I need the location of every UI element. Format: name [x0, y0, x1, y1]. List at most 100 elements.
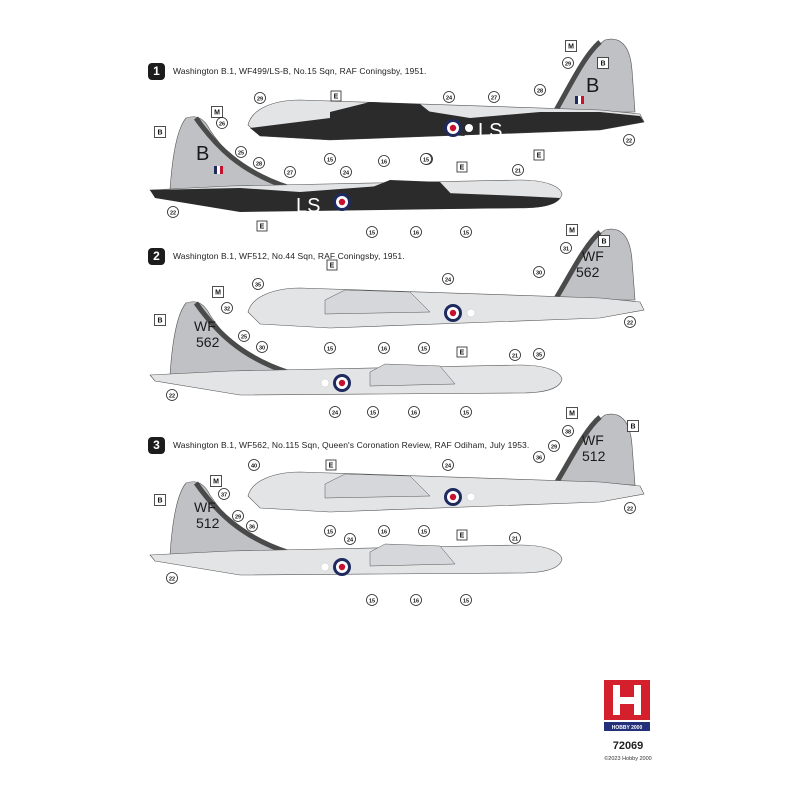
callout-number: 15 — [418, 342, 430, 354]
hobby-2000-logo: HOBBY 2000 — [604, 680, 650, 731]
fin-code-line2: 512 — [582, 448, 606, 464]
callout-number: 38 — [562, 425, 574, 437]
callout-number: 28 — [534, 84, 546, 96]
svg-text:B: B — [157, 497, 162, 504]
svg-text:E: E — [260, 223, 265, 230]
callout-number: 21 — [512, 164, 524, 176]
svg-text:E: E — [460, 532, 465, 539]
callout-number: 16 — [410, 226, 422, 238]
callout-number: 35 — [252, 278, 264, 290]
callout-number: 15 — [460, 226, 472, 238]
callout-number: 22 — [166, 389, 178, 401]
svg-text:29: 29 — [235, 514, 241, 520]
fuselage — [149, 364, 563, 396]
svg-text:32: 32 — [224, 306, 230, 312]
svg-text:15: 15 — [370, 410, 376, 416]
fin-code-line1: WF — [194, 499, 216, 515]
svg-text:35: 35 — [536, 352, 542, 358]
svg-text:29: 29 — [257, 96, 263, 102]
callout-number: 16 — [408, 406, 420, 418]
callout-number: 24 — [329, 406, 341, 418]
wing — [330, 102, 440, 122]
svg-text:16: 16 — [381, 346, 387, 352]
svg-text:M: M — [569, 227, 575, 234]
callout-number: 26 — [216, 117, 228, 129]
svg-text:21: 21 — [512, 536, 518, 542]
callout-number: 15 — [324, 153, 336, 165]
callout-letter: M — [566, 407, 578, 419]
callout-number: 28 — [253, 157, 265, 169]
svg-text:15: 15 — [421, 346, 427, 352]
svg-text:30: 30 — [536, 270, 542, 276]
svg-text:E: E — [460, 164, 465, 171]
svg-text:M: M — [214, 109, 220, 116]
callout-number: 30 — [533, 266, 545, 278]
callout-number: 25 — [238, 330, 250, 342]
svg-text:27: 27 — [287, 170, 293, 176]
scheme-caption: Washington B.1, WF499/LS-B, No.15 Sqn, R… — [173, 66, 427, 76]
callout-letter: M — [210, 475, 222, 487]
callout-number: 15 — [460, 594, 472, 606]
fin-code-line1: WF — [194, 318, 216, 334]
fin-stripe — [193, 301, 291, 376]
svg-text:25: 25 — [238, 150, 244, 156]
callout-letter: E — [330, 90, 342, 102]
scheme-2-title: 2 Washington B.1, WF512, No.44 Sqn, RAF … — [148, 247, 405, 265]
callout-letter: E — [325, 459, 337, 471]
svg-text:29: 29 — [565, 61, 571, 67]
svg-text:E: E — [460, 349, 465, 356]
svg-text:E: E — [334, 93, 339, 100]
scheme-3-title: 3 Washington B.1, WF562, No.115 Sqn, Que… — [148, 436, 529, 454]
callout-number: 24 — [442, 273, 454, 285]
wing — [324, 289, 431, 315]
scheme-3-starboard-profile: WF 512 — [247, 413, 645, 513]
callout-letter: M — [212, 286, 224, 298]
fin-code-line1: WF — [582, 248, 604, 264]
svg-text:E: E — [330, 262, 335, 269]
callout-number: 15 — [420, 153, 432, 165]
callout-number: 32 — [221, 302, 233, 314]
svg-text:21: 21 — [512, 353, 518, 359]
callout-number: 16 — [410, 594, 422, 606]
callout-number: 35 — [533, 348, 545, 360]
callout-number: 21 — [509, 349, 521, 361]
svg-text:28: 28 — [256, 161, 262, 167]
scheme-1-port-profile: LS B — [149, 116, 563, 217]
callout-letter: E — [456, 529, 468, 541]
svg-text:B: B — [157, 317, 162, 324]
svg-text:16: 16 — [381, 529, 387, 535]
svg-text:40: 40 — [251, 463, 257, 469]
fin-code-line2: 562 — [576, 264, 600, 280]
callout-number: 15 — [418, 525, 430, 537]
fuselage-code: LS — [478, 120, 502, 142]
callout-number: 24 — [443, 91, 455, 103]
callout-number: 37 — [218, 488, 230, 500]
svg-text:22: 22 — [169, 576, 175, 582]
callout-number: 29 — [548, 440, 560, 452]
callout-letter: M — [566, 224, 578, 236]
wing — [369, 363, 456, 387]
fin-code-line2: 562 — [196, 334, 220, 350]
svg-text:24: 24 — [347, 537, 354, 543]
callout-number: 22 — [624, 316, 636, 328]
fin-code-line1: WF — [582, 432, 604, 448]
callout-number: 36 — [246, 520, 258, 532]
svg-text:38: 38 — [565, 429, 571, 435]
callout-letter: B — [154, 494, 166, 506]
fuselage — [149, 544, 563, 576]
svg-text:27: 27 — [491, 95, 497, 101]
callout-number: 27 — [488, 91, 500, 103]
svg-text:36: 36 — [536, 455, 542, 461]
svg-text:16: 16 — [381, 159, 387, 165]
svg-text:M: M — [215, 289, 221, 296]
svg-text:22: 22 — [626, 138, 632, 144]
callout-number: 25 — [235, 146, 247, 158]
scheme-caption: Washington B.1, WF562, No.115 Sqn, Queen… — [173, 440, 530, 450]
callout-number: 16 — [378, 155, 390, 167]
svg-text:36: 36 — [249, 524, 255, 530]
svg-text:15: 15 — [327, 346, 333, 352]
callout-number: 15 — [460, 406, 472, 418]
svg-text:21: 21 — [515, 168, 521, 174]
svg-text:16: 16 — [413, 230, 419, 236]
